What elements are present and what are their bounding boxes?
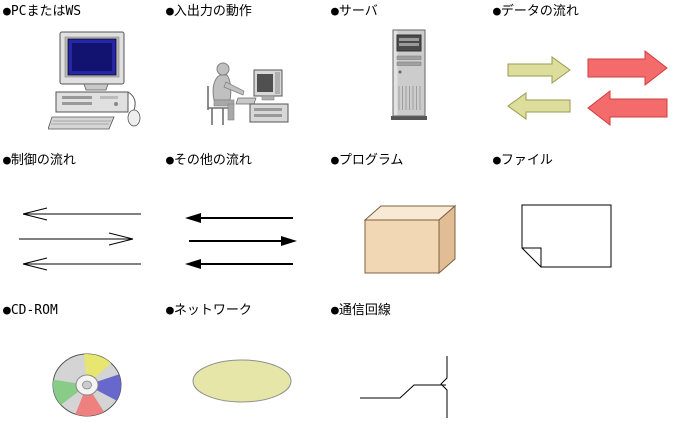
legend-label-comm-line: ●通信回線: [331, 303, 391, 318]
thin-arrow-right: [19, 232, 134, 246]
network-ellipse-icon: [192, 359, 292, 403]
bold-arrow-left-head: [185, 213, 201, 223]
desktop-computer-icon: [48, 31, 141, 130]
bold-arrow-left-head: [185, 259, 201, 269]
printer-slot: [254, 108, 282, 111]
thin-arrow-left: [22, 207, 141, 221]
legend-label-io-operation: ●入出力の動作: [166, 4, 252, 19]
red-arrow-right: [587, 49, 668, 87]
case-detail: [100, 96, 118, 99]
mouse: [127, 109, 141, 127]
network-cloud: [192, 359, 292, 403]
program-box-icon: [363, 204, 457, 275]
legend-label-file: ●ファイル: [493, 153, 553, 168]
monitor-screen: [257, 74, 273, 92]
red-arrow-left: [587, 89, 668, 127]
file-outline: [521, 204, 612, 268]
server-highlight: [393, 30, 398, 116]
server-slot: [396, 55, 422, 60]
server-button: [398, 70, 402, 74]
file-fold-corner: [522, 247, 542, 267]
disc-sector-red: [75, 385, 104, 416]
legend-label-program: ●プログラム: [331, 153, 404, 168]
comm-line-step: [360, 384, 446, 399]
legend-label-pc-or-ws: ●PCまたはWS: [3, 4, 82, 19]
disc-hole: [82, 380, 92, 390]
person-arm: [223, 81, 245, 96]
yellow-arrow-right: [507, 56, 571, 84]
thin-arrow-left: [22, 257, 141, 271]
legend-label-cd-rom: ●CD-ROM: [3, 303, 58, 318]
keyboard: [235, 97, 257, 105]
file-shape-icon: [521, 204, 612, 268]
legend-label-network: ●ネットワーク: [166, 303, 252, 318]
communication-line-icon: [360, 356, 448, 418]
other-flow-arrows-icon: [185, 213, 297, 269]
person-at-computer-icon: [207, 62, 289, 125]
server-base: [391, 116, 427, 120]
mouse-cable: [127, 91, 136, 111]
person-leg: [213, 99, 235, 107]
drive-slot: [62, 96, 92, 99]
legend-label-server: ●サーバ: [331, 4, 378, 19]
monitor-stand: [261, 95, 275, 101]
monitor-stand: [83, 83, 109, 91]
comm-line-break: [440, 356, 448, 418]
legend-label-data-flow: ●データの流れ: [493, 4, 579, 19]
server-panel-line: [399, 38, 419, 41]
yellow-arrow-left: [507, 92, 571, 120]
server-slot: [396, 61, 422, 66]
box-front-face: [364, 219, 440, 274]
power-button: [114, 102, 118, 106]
monitor-side: [275, 72, 280, 94]
legend-label-other-flow: ●その他の流れ: [166, 153, 252, 168]
server-vents: [398, 86, 421, 110]
data-flow-arrows-icon: [507, 49, 668, 127]
printer-unit: [249, 103, 289, 123]
legend-label-control-flow: ●制御の流れ: [3, 153, 76, 168]
keyboard-keys: [51, 120, 111, 125]
server-tower-icon: [391, 29, 427, 120]
chair: [207, 86, 228, 125]
person-head: [216, 62, 230, 76]
printer-slot: [254, 114, 282, 117]
person-leg-lower: [227, 103, 235, 121]
drive-slot: [62, 102, 92, 105]
keyboard: [48, 116, 115, 130]
server-panel-line: [399, 43, 419, 46]
monitor-screen-inner: [72, 43, 112, 71]
disc-sector-blue: [87, 374, 121, 401]
control-flow-arrows-icon: [19, 207, 141, 271]
bold-arrow-right-head: [281, 236, 297, 246]
cd-rom-disc-icon: [52, 353, 122, 417]
